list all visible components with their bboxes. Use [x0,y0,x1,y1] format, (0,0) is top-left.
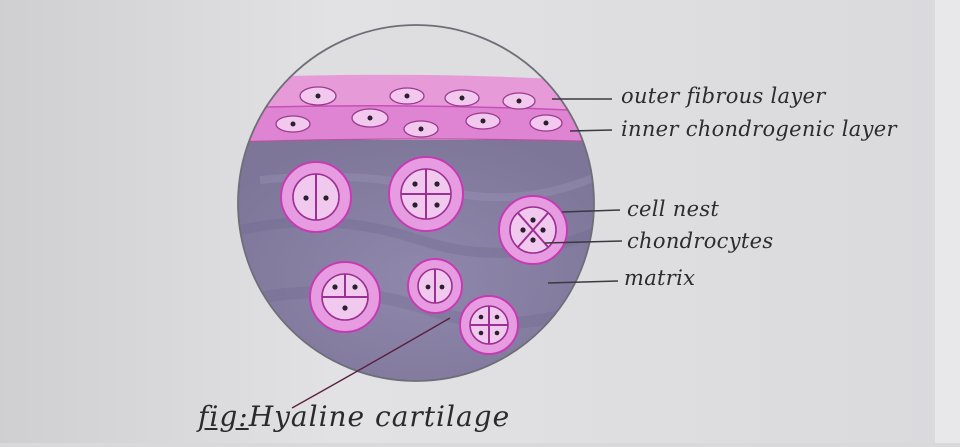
label-chondrocytes: chondrocytes [627,229,774,253]
label-pointers [544,98,623,284]
label-outer-fibrous-layer: outer fibrous layer [621,84,826,108]
specimen-view [238,25,594,381]
label-cell-nest: cell nest [627,197,720,221]
cell-nest [280,161,352,233]
cell-nest [309,261,381,333]
stray-pen-stroke [291,317,451,409]
cell-nest [498,195,568,265]
label-inner-chondrogenic-layer: inner chondrogenic layer [621,117,897,141]
cell-nest [459,295,519,355]
page-edge [935,0,960,443]
label-matrix: matrix [624,266,696,290]
figure-caption: fig:Hyaline cartilage [198,400,510,433]
cell-nest [407,258,463,314]
caption-prefix: fig: [198,400,249,433]
caption-title: Hyaline cartilage [248,400,511,433]
cell-nest [388,156,464,232]
specimen-outline [237,24,595,382]
